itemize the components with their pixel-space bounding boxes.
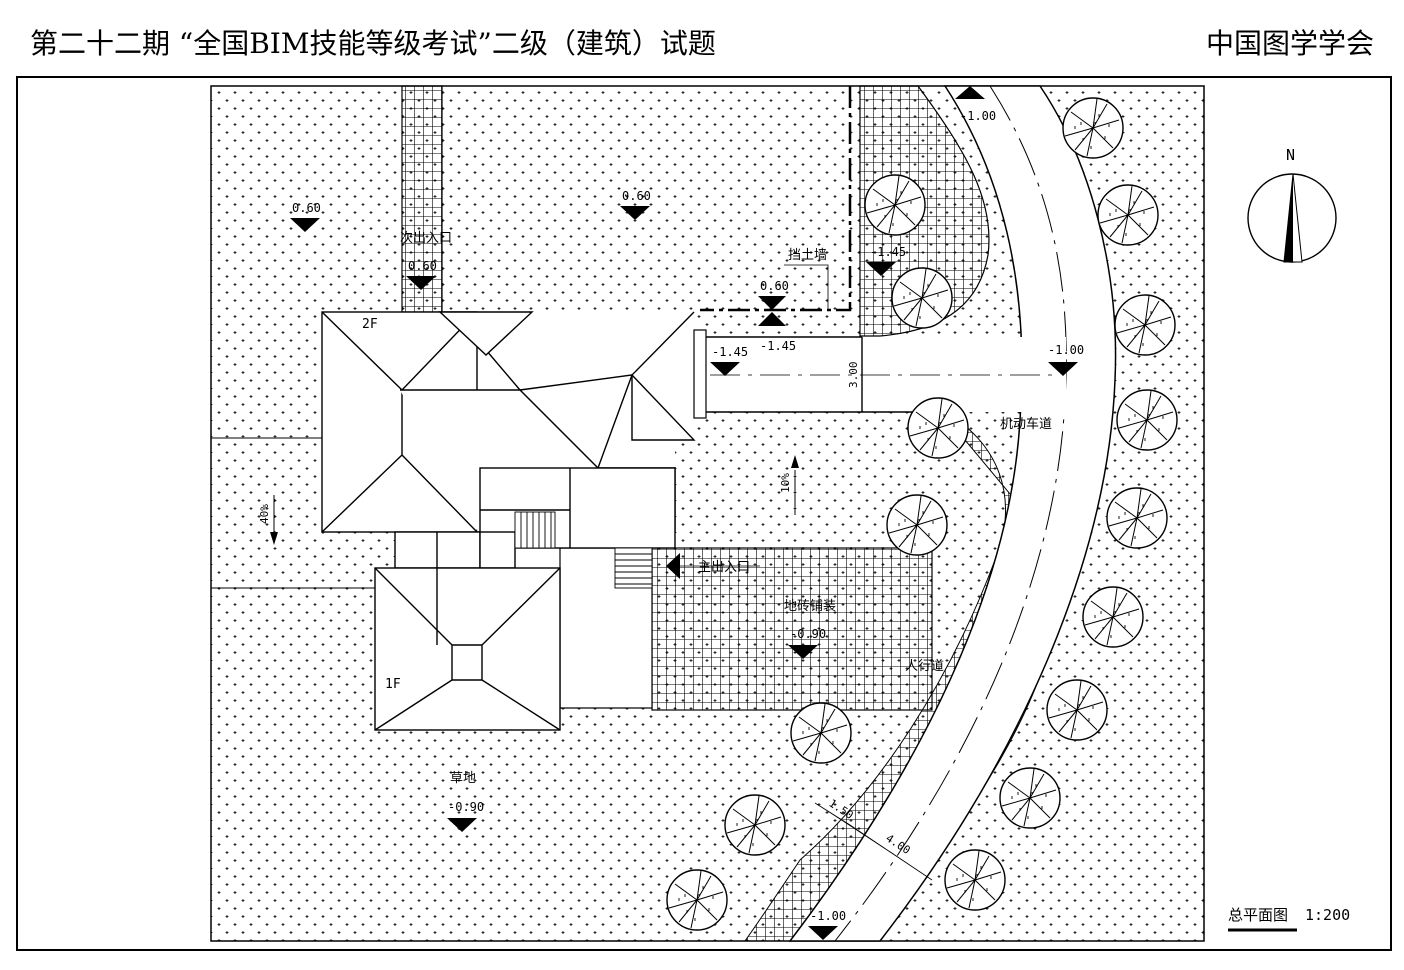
elev-marker (620, 206, 650, 220)
tree (1046, 679, 1108, 741)
north-arrow: N (1247, 146, 1337, 263)
label-secondary-entrance: 次出入口 (400, 230, 452, 246)
elev-east-lawn: -1.45 (870, 245, 906, 259)
dim-sidewalk-line (814, 802, 933, 881)
tree (666, 869, 728, 931)
tree (999, 767, 1061, 829)
roof-1f (374, 532, 561, 731)
elev-lawn-west: 0.60 (292, 201, 321, 215)
elev-marker (788, 645, 818, 659)
elev-lawn-south: -0.90 (448, 800, 484, 814)
paved-terrace (651, 547, 933, 711)
wall-marker-bottom (758, 312, 786, 326)
slope-label-center: 10% (779, 473, 792, 493)
elev-marker (808, 926, 838, 940)
elev-marker (406, 276, 436, 290)
label-retaining-wall: 挡土墙 (788, 248, 827, 263)
elev-garage-front: -1.45 (712, 345, 748, 359)
label-paving: 地砖铺装 (784, 599, 836, 614)
drawing-border (16, 76, 1392, 951)
lawn-divider-1 (211, 437, 375, 589)
label-sidewalk: 人行道 (905, 659, 944, 674)
retaining-wall-leader (784, 264, 829, 310)
stairs-upper (514, 511, 556, 549)
tree (1082, 586, 1144, 648)
stairs-main (614, 547, 653, 589)
tree (1062, 97, 1124, 159)
tree (1116, 389, 1178, 451)
tree (864, 174, 926, 236)
tree (891, 267, 953, 329)
organization-name: 中国图学学会 (1205, 27, 1374, 60)
tree (1114, 294, 1176, 356)
site-plan-drawing: 2F 1F 0.60 0.60 (16, 76, 1392, 951)
elev-marker (710, 362, 740, 376)
elev-marker (447, 818, 477, 832)
drawing-scale: 1:200 (1305, 906, 1350, 924)
floor-label-1f: 1F (385, 677, 401, 692)
elev-marker-up (955, 86, 985, 99)
dim-drive-width: 3.00 (847, 362, 860, 389)
drawing-caption: 总平面图 (1228, 906, 1288, 924)
label-driveway: 机动车道 (1000, 416, 1052, 432)
elev-secondary-entrance: 0.60 (408, 259, 437, 273)
elev-wall-top: 0.60 (760, 279, 789, 293)
slope-arrowhead-west (270, 532, 278, 545)
elev-road-north: -1.00 (960, 109, 996, 123)
slope-label-west: 40% (258, 504, 271, 524)
elev-road-junction: -1.00 (1048, 343, 1084, 357)
tree (1097, 184, 1159, 246)
elev-paving: -0.90 (790, 627, 826, 641)
elev-road-south: -1.00 (810, 909, 846, 923)
north-label: N (1286, 146, 1295, 164)
tree (944, 849, 1006, 911)
elev-wall-base: -1.45 (760, 339, 796, 353)
garage-annex (693, 329, 707, 419)
elev-marker (866, 262, 896, 276)
label-lawn: 草地 (450, 771, 476, 786)
wall-marker-top (758, 296, 786, 310)
slope-arrowhead-center (791, 455, 799, 468)
elevation-markers (290, 86, 1078, 940)
tree (724, 794, 786, 856)
floor-label-2f: 2F (362, 317, 378, 332)
tree (1106, 487, 1168, 549)
roof-2f (321, 311, 696, 569)
main-entrance-arrow (666, 553, 680, 579)
exam-title: 第二十二期 “全国BIM技能等级考试”二级（建筑）试题 (30, 27, 716, 60)
road-centerline (834, 85, 1067, 942)
elev-lawn-north: 0.60 (622, 189, 651, 203)
label-main-entrance: 主出入口 (698, 560, 750, 575)
tree (907, 397, 969, 459)
access-drive (706, 337, 1066, 412)
retaining-wall (700, 86, 852, 312)
tree (790, 702, 852, 764)
elev-marker (1048, 362, 1078, 376)
north-needle-fill (1284, 174, 1293, 262)
elev-marker (290, 218, 320, 232)
tree (886, 494, 948, 556)
secondary-entrance-path (401, 85, 443, 313)
